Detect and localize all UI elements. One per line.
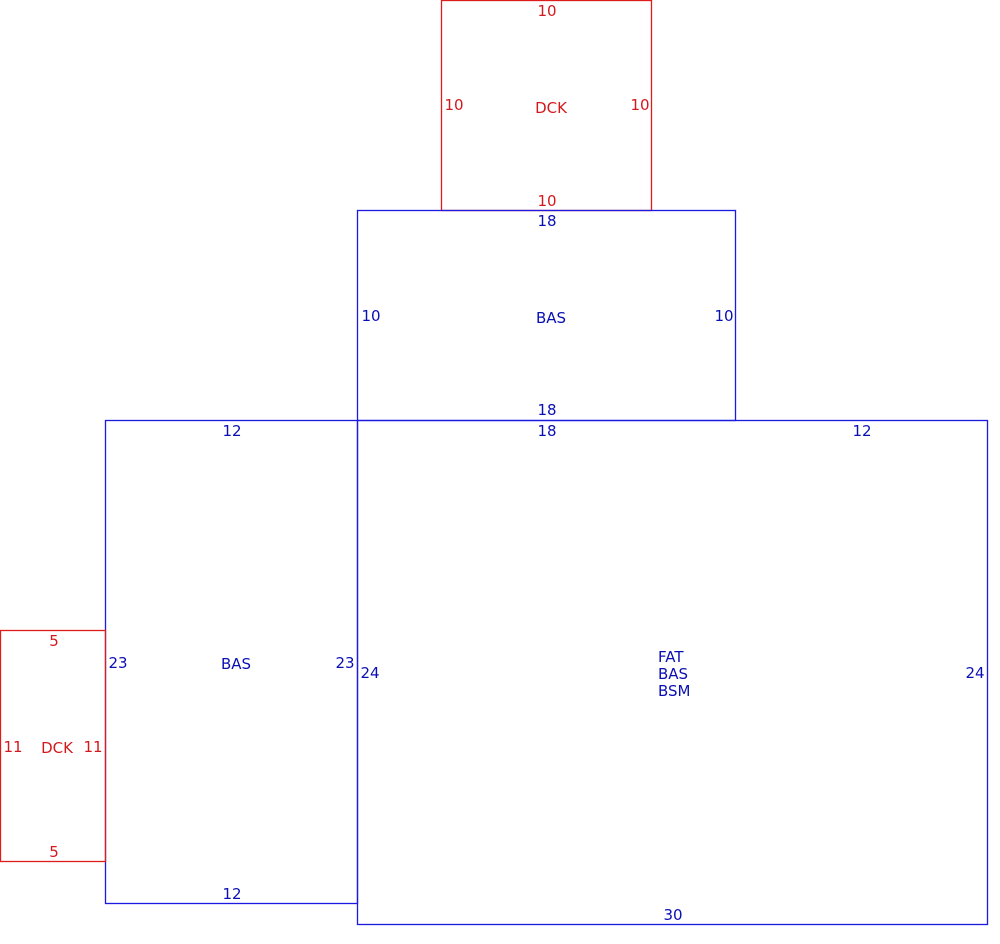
deck-upper: 10 10 10 10 DCK: [440, 0, 653, 212]
main-top-right-dim: 12: [852, 422, 871, 440]
base-upper-left-dim: 10: [361, 307, 380, 325]
base-upper-top-dim: 18: [537, 212, 556, 230]
deck-left-right-dim: 11: [83, 738, 102, 756]
deck-left-top-dim: 5: [49, 632, 59, 650]
base-upper: 18 10 10 18 BAS: [356, 209, 737, 422]
base-upper-right-dim: 10: [714, 307, 733, 325]
base-upper-code: BAS: [536, 309, 566, 327]
base-left-left-dim: 23: [108, 654, 127, 672]
main-code-3: BSM: [658, 682, 691, 700]
deck-upper-code: DCK: [535, 99, 568, 117]
deck-left-code: DCK: [41, 739, 74, 757]
base-left: 12 23 23 12 BAS: [104, 419, 359, 905]
base-left-code: BAS: [221, 655, 251, 673]
deck-left-left-dim: 11: [3, 738, 22, 756]
base-left-top-dim: 12: [222, 422, 241, 440]
deck-upper-left-dim: 10: [444, 96, 463, 114]
deck-left-bottom-dim: 5: [49, 843, 59, 861]
main-block: 18 12 24 24 30 FAT BAS BSM: [356, 419, 989, 926]
main-code-2: BAS: [658, 665, 688, 683]
deck-left: 5 11 11 5 DCK: [0, 629, 107, 863]
main-bottom-dim: 30: [663, 906, 682, 924]
deck-left-outline: [0, 629, 107, 863]
base-upper-bottom-dim: 18: [537, 401, 556, 419]
main-right-dim: 24: [965, 664, 984, 682]
base-left-right-dim: 23: [335, 654, 354, 672]
deck-upper-bottom-dim: 10: [537, 192, 556, 210]
deck-upper-top-dim: 10: [537, 2, 556, 20]
base-left-bottom-dim: 12: [222, 885, 241, 903]
main-left-dim: 24: [360, 664, 379, 682]
main-block-outline: [356, 419, 989, 926]
main-code-1: FAT: [658, 648, 684, 666]
deck-upper-right-dim: 10: [630, 96, 649, 114]
main-top-left-dim: 18: [537, 422, 556, 440]
